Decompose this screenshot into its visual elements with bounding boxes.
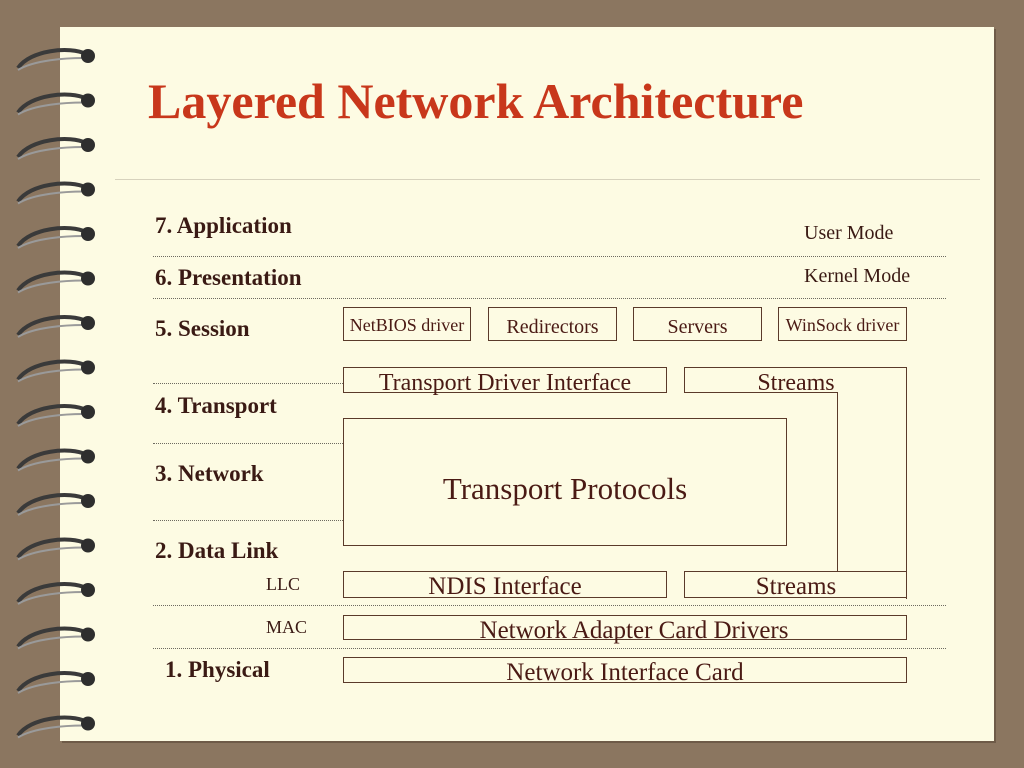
layer-presentation: 6. Presentation bbox=[155, 265, 302, 290]
separator-line bbox=[153, 443, 343, 444]
binding-hole bbox=[81, 405, 95, 419]
streams-bracket bbox=[837, 392, 838, 571]
layer-session: 5. Session bbox=[155, 316, 250, 341]
layer-network: 3. Network bbox=[155, 461, 264, 486]
spiral-ring-highlight bbox=[17, 190, 85, 205]
binding-hole bbox=[81, 672, 95, 686]
spiral-ring-highlight bbox=[17, 235, 85, 249]
binding-hole bbox=[81, 138, 95, 152]
streams-top-box: Streams bbox=[684, 367, 907, 396]
spiral-ring-highlight bbox=[17, 324, 85, 338]
spiral-ring-highlight bbox=[17, 57, 85, 71]
binding-hole bbox=[81, 316, 95, 330]
netbios-driver-box: NetBIOS driver bbox=[343, 307, 471, 341]
binding-hole bbox=[81, 49, 95, 63]
spiral-ring bbox=[16, 448, 87, 470]
sublayer-llc: LLC bbox=[266, 574, 300, 594]
spiral-ring-highlight bbox=[17, 546, 85, 561]
spiral-binding-icon bbox=[16, 48, 95, 739]
binding-hole bbox=[81, 494, 95, 508]
redirectors-box: Redirectors bbox=[488, 307, 617, 341]
spiral-ring bbox=[16, 493, 87, 515]
network-interface-card-box: Network Interface Card bbox=[343, 657, 907, 686]
spiral-ring-highlight bbox=[17, 457, 85, 472]
binding-hole bbox=[81, 583, 95, 597]
user-mode-label: User Mode bbox=[804, 222, 894, 244]
binding-hole bbox=[81, 93, 95, 108]
spiral-ring bbox=[16, 226, 87, 248]
spiral-ring bbox=[16, 582, 87, 604]
notebook-page bbox=[60, 27, 994, 741]
separator-line bbox=[153, 256, 946, 257]
layer-physical: 1. Physical bbox=[165, 657, 270, 682]
spiral-ring-highlight bbox=[17, 413, 85, 427]
spiral-ring bbox=[16, 671, 87, 693]
transport-protocols-box: Transport Protocols bbox=[343, 418, 787, 546]
title-divider bbox=[115, 179, 980, 180]
servers-box: Servers bbox=[633, 307, 762, 341]
spiral-ring-highlight bbox=[17, 591, 85, 605]
spiral-ring bbox=[16, 181, 87, 203]
spiral-ring bbox=[16, 626, 87, 648]
spiral-ring bbox=[16, 92, 87, 114]
spiral-ring-highlight bbox=[17, 724, 85, 739]
spiral-ring bbox=[16, 315, 87, 337]
kernel-mode-label: Kernel Mode bbox=[804, 265, 911, 287]
separator-line bbox=[153, 605, 946, 606]
spiral-ring bbox=[16, 404, 87, 426]
sublayer-mac: MAC bbox=[266, 617, 308, 637]
binding-hole bbox=[81, 716, 95, 731]
spiral-ring-highlight bbox=[17, 680, 85, 694]
slide-title: Layered Network Architecture bbox=[148, 73, 804, 129]
spiral-ring bbox=[16, 270, 87, 292]
binding-hole bbox=[81, 360, 95, 375]
spiral-ring bbox=[16, 537, 87, 559]
layer-transport: 4. Transport bbox=[155, 393, 277, 418]
spiral-ring-highlight bbox=[17, 635, 85, 650]
spiral-ring-highlight bbox=[17, 101, 85, 116]
spiral-ring-highlight bbox=[17, 279, 85, 294]
binding-hole bbox=[81, 182, 95, 197]
binding-hole bbox=[81, 227, 95, 241]
binding-hole bbox=[81, 538, 95, 553]
streams-bracket bbox=[684, 392, 838, 393]
binding-hole bbox=[81, 449, 95, 464]
binding-hole bbox=[81, 271, 95, 286]
separator-line bbox=[153, 648, 946, 649]
transport-driver-interface-box: Transport Driver Interface bbox=[343, 367, 667, 396]
separator-line bbox=[153, 298, 946, 299]
spiral-ring-highlight bbox=[17, 502, 85, 516]
winsock-driver-box: WinSock driver bbox=[778, 307, 907, 341]
ndis-interface-box: NDIS Interface bbox=[343, 571, 667, 600]
spiral-ring-highlight bbox=[17, 368, 85, 383]
layer-application: 7. Application bbox=[155, 213, 292, 238]
binding-hole bbox=[81, 627, 95, 642]
separator-line bbox=[153, 520, 343, 521]
spiral-ring bbox=[16, 48, 87, 70]
network-adapter-drivers-box: Network Adapter Card Drivers bbox=[343, 615, 907, 644]
spiral-ring bbox=[16, 137, 87, 159]
spiral-ring bbox=[16, 359, 87, 381]
spiral-ring-highlight bbox=[17, 146, 85, 160]
streams-bracket bbox=[906, 367, 907, 599]
streams-bottom-box: Streams bbox=[684, 571, 907, 600]
layer-data-link: 2. Data Link bbox=[155, 538, 279, 563]
spiral-ring bbox=[16, 715, 87, 737]
separator-line bbox=[153, 383, 343, 384]
